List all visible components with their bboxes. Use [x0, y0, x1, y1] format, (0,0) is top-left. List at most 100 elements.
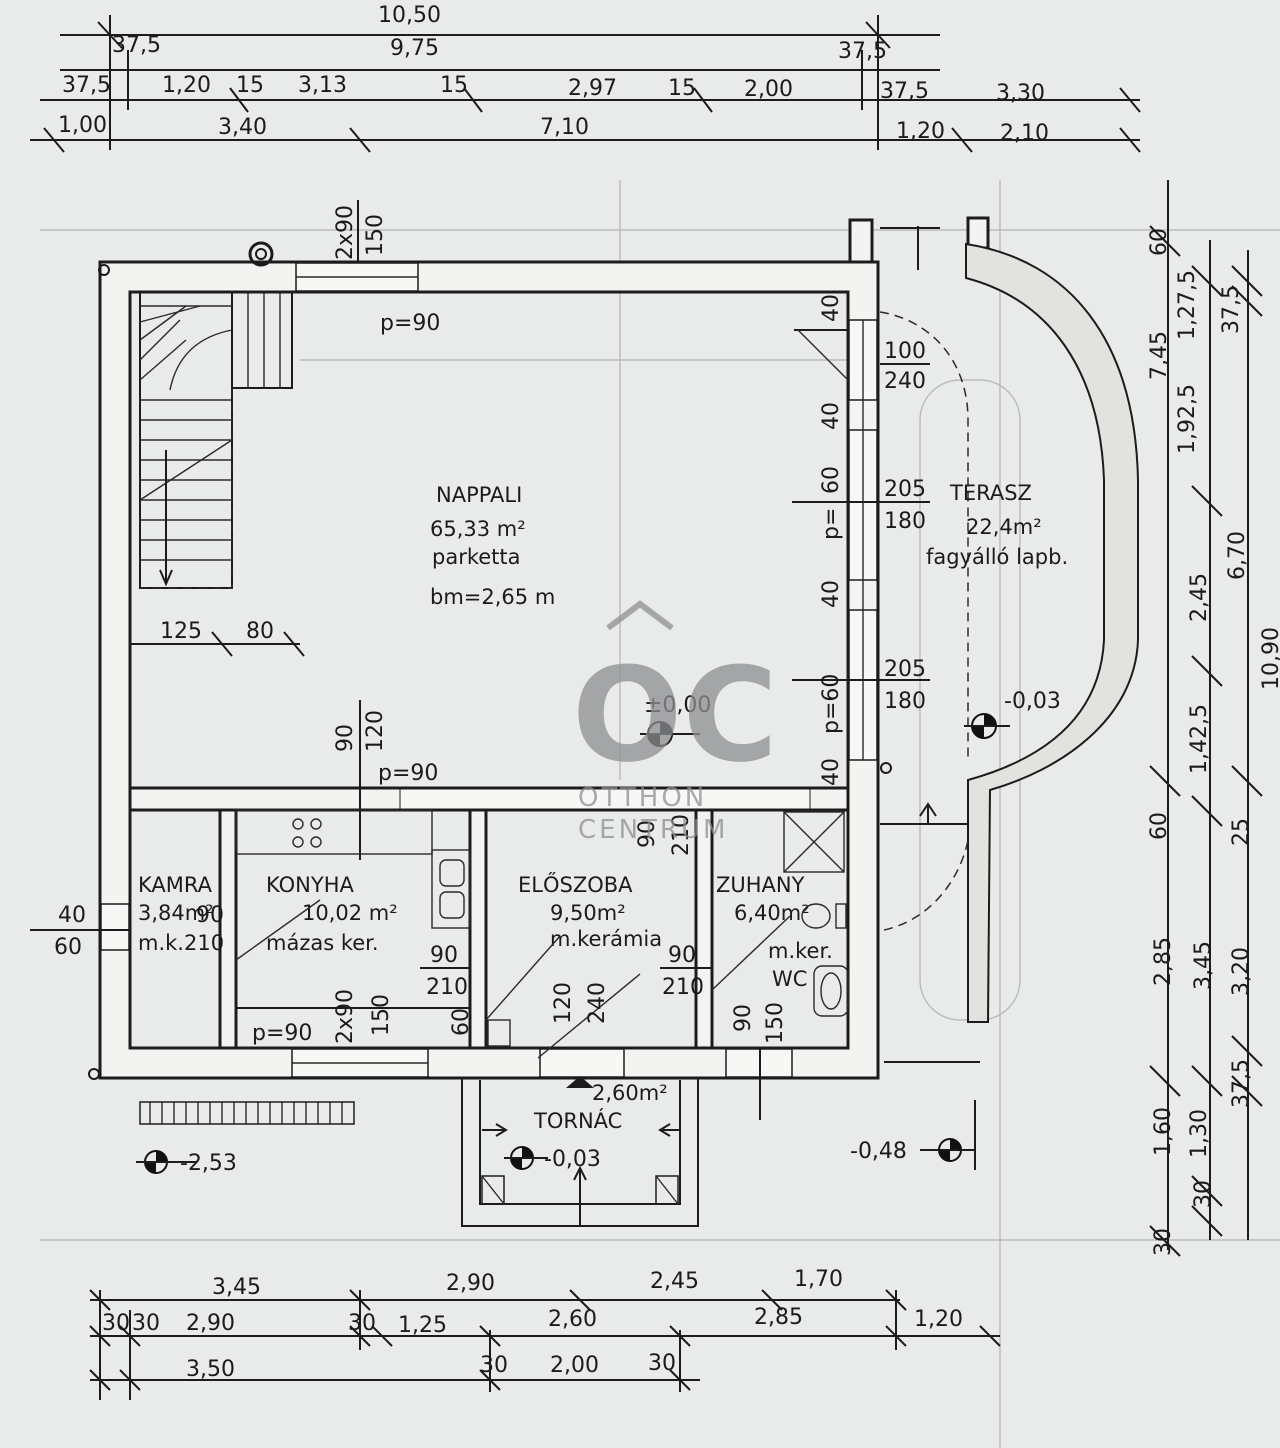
dim-right-c3-7: 30 [1151, 1228, 1176, 1256]
dim-top-r3-8: 2,00 [744, 77, 793, 102]
ground-markers: -2,53 -0,48 [136, 1100, 976, 1176]
right-dimension-lines: 60 7,45 2,85 1,60 1,27,5 1,92,5 2,45 1,4… [1147, 180, 1280, 1257]
kamra-door-width: 90 [196, 903, 224, 928]
konyha-floor: mázas ker. [266, 931, 379, 955]
dim-konyha-win-2: 150 [369, 994, 394, 1036]
dim-right-c3-3: 6,70 [1225, 531, 1250, 580]
staircase [139, 291, 293, 589]
watermark-logo: OC OTTHON CENTRUM [572, 600, 778, 845]
dim-top-r3-7: 15 [668, 76, 696, 101]
kamra-door: m.k.210 [138, 931, 224, 955]
dim-window-top-2: 150 [363, 214, 388, 256]
zuhany-wc: WC [772, 967, 807, 991]
nappali-height: bm=2,65 m [430, 585, 555, 609]
dim-elo-door-2: 240 [585, 982, 610, 1024]
dim-elo-top-1: 90 [635, 820, 660, 848]
porch-tornac: 2,60m² TORNÁC -0,03 [461, 1076, 699, 1227]
dim-zuh-win-2: 150 [763, 1002, 788, 1044]
dim-konyha-sill: p=90 [252, 1021, 312, 1046]
watermark-mark: OC [572, 639, 778, 791]
dim-zuh-door-2: 210 [662, 975, 704, 1000]
level-main: ±0,00 [644, 693, 711, 718]
dim-kamra-left-1: 40 [58, 903, 86, 928]
terasz-name: TERASZ [949, 481, 1032, 505]
dim-right-c2-5: 3,45 [1191, 941, 1216, 990]
dim-bot-r2-1: 30 [102, 1311, 130, 1336]
room-nappali: NAPPALI 65,33 m² parketta bm=2,65 m [430, 483, 555, 609]
terasz-area: 22,4m² [966, 515, 1042, 539]
room-eloszoba: ELŐSZOBA 9,50m² m.kerámia 90 210 120 240 [485, 814, 694, 1059]
dim-bot-r2-5: 1,25 [398, 1313, 447, 1338]
dim-win-r3-a: 60 [819, 466, 844, 494]
bottom-dimension-lines: 3,45 2,90 2,45 1,70 30 30 2,90 30 1,25 2… [89, 1267, 1001, 1400]
dim-right-c3-1: 60 [1147, 812, 1172, 840]
dim-right-c3-4: 25 [1229, 818, 1254, 846]
dim-top-r4-4: 1,20 [896, 119, 945, 144]
nappali-door-dims: 90 120 p=90 [333, 700, 438, 860]
eloszoba-area: 9,50m² [550, 901, 626, 925]
dim-win-r6-a: 40 [819, 758, 844, 786]
dim-konyha-win-1: 2x90 [333, 989, 358, 1044]
dim-win-r3-c: 180 [884, 509, 926, 534]
dim-top-r2-3: 37,5 [838, 39, 887, 64]
dim-right-c2-1: 1,27,5 [1175, 270, 1200, 340]
dim-nappali-sill: p=90 [378, 761, 438, 786]
dim-right-c2-6: 1,30 [1187, 1109, 1212, 1158]
dim-bot-r2-3: 2,90 [186, 1311, 235, 1336]
nappali-area: 65,33 m² [430, 517, 526, 541]
dim-top-r3-5: 15 [440, 73, 468, 98]
dim-right-c3-5: 3,20 [1229, 947, 1254, 996]
watermark-line1: OTTHON [578, 783, 707, 813]
dim-win-r1-a: 40 [819, 294, 844, 322]
zuhany-floor: m.ker. [768, 939, 833, 963]
dim-bot-r2-4: 30 [348, 1311, 376, 1336]
dim-window-top-1: 2x90 [333, 205, 358, 260]
kamra-name: KAMRA [138, 873, 213, 897]
dim-right-c3-2: 37,5 [1219, 285, 1244, 334]
dim-top-r4-5: 2,10 [1000, 121, 1049, 146]
dim-win-r4-a: 40 [819, 580, 844, 608]
level-ground-left: -2,53 [180, 1151, 237, 1176]
top-window-dims: 2x90 150 p=90 [333, 200, 440, 336]
dim-zuh-door-1: 90 [668, 943, 696, 968]
dim-top-r4-1: 1,00 [58, 113, 107, 138]
dim-right-small: 60 [1147, 228, 1172, 256]
stair-dimension: 125 80 [130, 619, 305, 657]
dim-win-r2-a: 40 [819, 402, 844, 430]
dim-top-r3-1: 37,5 [62, 73, 111, 98]
kamra-area: 3,84m² [138, 901, 214, 925]
nappali-floor: parketta [432, 545, 521, 569]
room-kamra: KAMRA 3,84m² m.k.210 90 40 60 [30, 873, 224, 960]
dim-bot-r2-6: 2,60 [548, 1307, 597, 1332]
dim-bot-r1-4: 1,70 [794, 1267, 843, 1292]
dim-win-r5-a: p=60 [819, 674, 844, 734]
dim-right-c2-4: 1,42,5 [1187, 704, 1212, 774]
dim-elo-door-1: 120 [551, 982, 576, 1024]
watermark-line2: CENTRUM [578, 815, 728, 845]
level-terrace: -0,03 [1004, 689, 1061, 714]
konyha-name: KONYHA [266, 873, 354, 897]
right-window-dims: 40 100 240 40 60 p= 205 180 40 p=60 205 … [792, 294, 930, 786]
dim-stair-2: 80 [246, 619, 274, 644]
dim-right-c2-7: 30 [1191, 1180, 1216, 1208]
dim-right-c2-2: 1,92,5 [1175, 384, 1200, 454]
dim-right-c3-6: 37,5 [1229, 1059, 1254, 1108]
tornac-area: 2,60m² [592, 1081, 668, 1105]
dim-bot-r3-2: 30 [480, 1353, 508, 1378]
nappali-name: NAPPALI [436, 483, 522, 507]
dim-win-r5-c: 180 [884, 689, 926, 714]
dim-nappali-door-1: 90 [333, 724, 358, 752]
room-zuhany: ZUHANY 6,40m² m.ker. WC 90 210 90 150 [660, 811, 849, 1120]
dim-right-c1-1: 7,45 [1147, 331, 1172, 380]
dim-top-r3-9: 37,5 [880, 79, 929, 104]
tornac-name: TORNÁC [533, 1108, 622, 1133]
dim-konyha-door-1: 90 [430, 943, 458, 968]
dim-bot-r3-4: 30 [648, 1351, 676, 1376]
dim-konyha-side: 60 [449, 1008, 474, 1036]
dim-right-c1-2: 2,85 [1151, 937, 1176, 986]
dim-win-r1-c: 240 [884, 369, 926, 394]
konyha-area: 10,02 m² [302, 901, 398, 925]
dim-top-r3-2: 1,20 [162, 73, 211, 98]
dim-top-r3-3: 15 [236, 73, 264, 98]
